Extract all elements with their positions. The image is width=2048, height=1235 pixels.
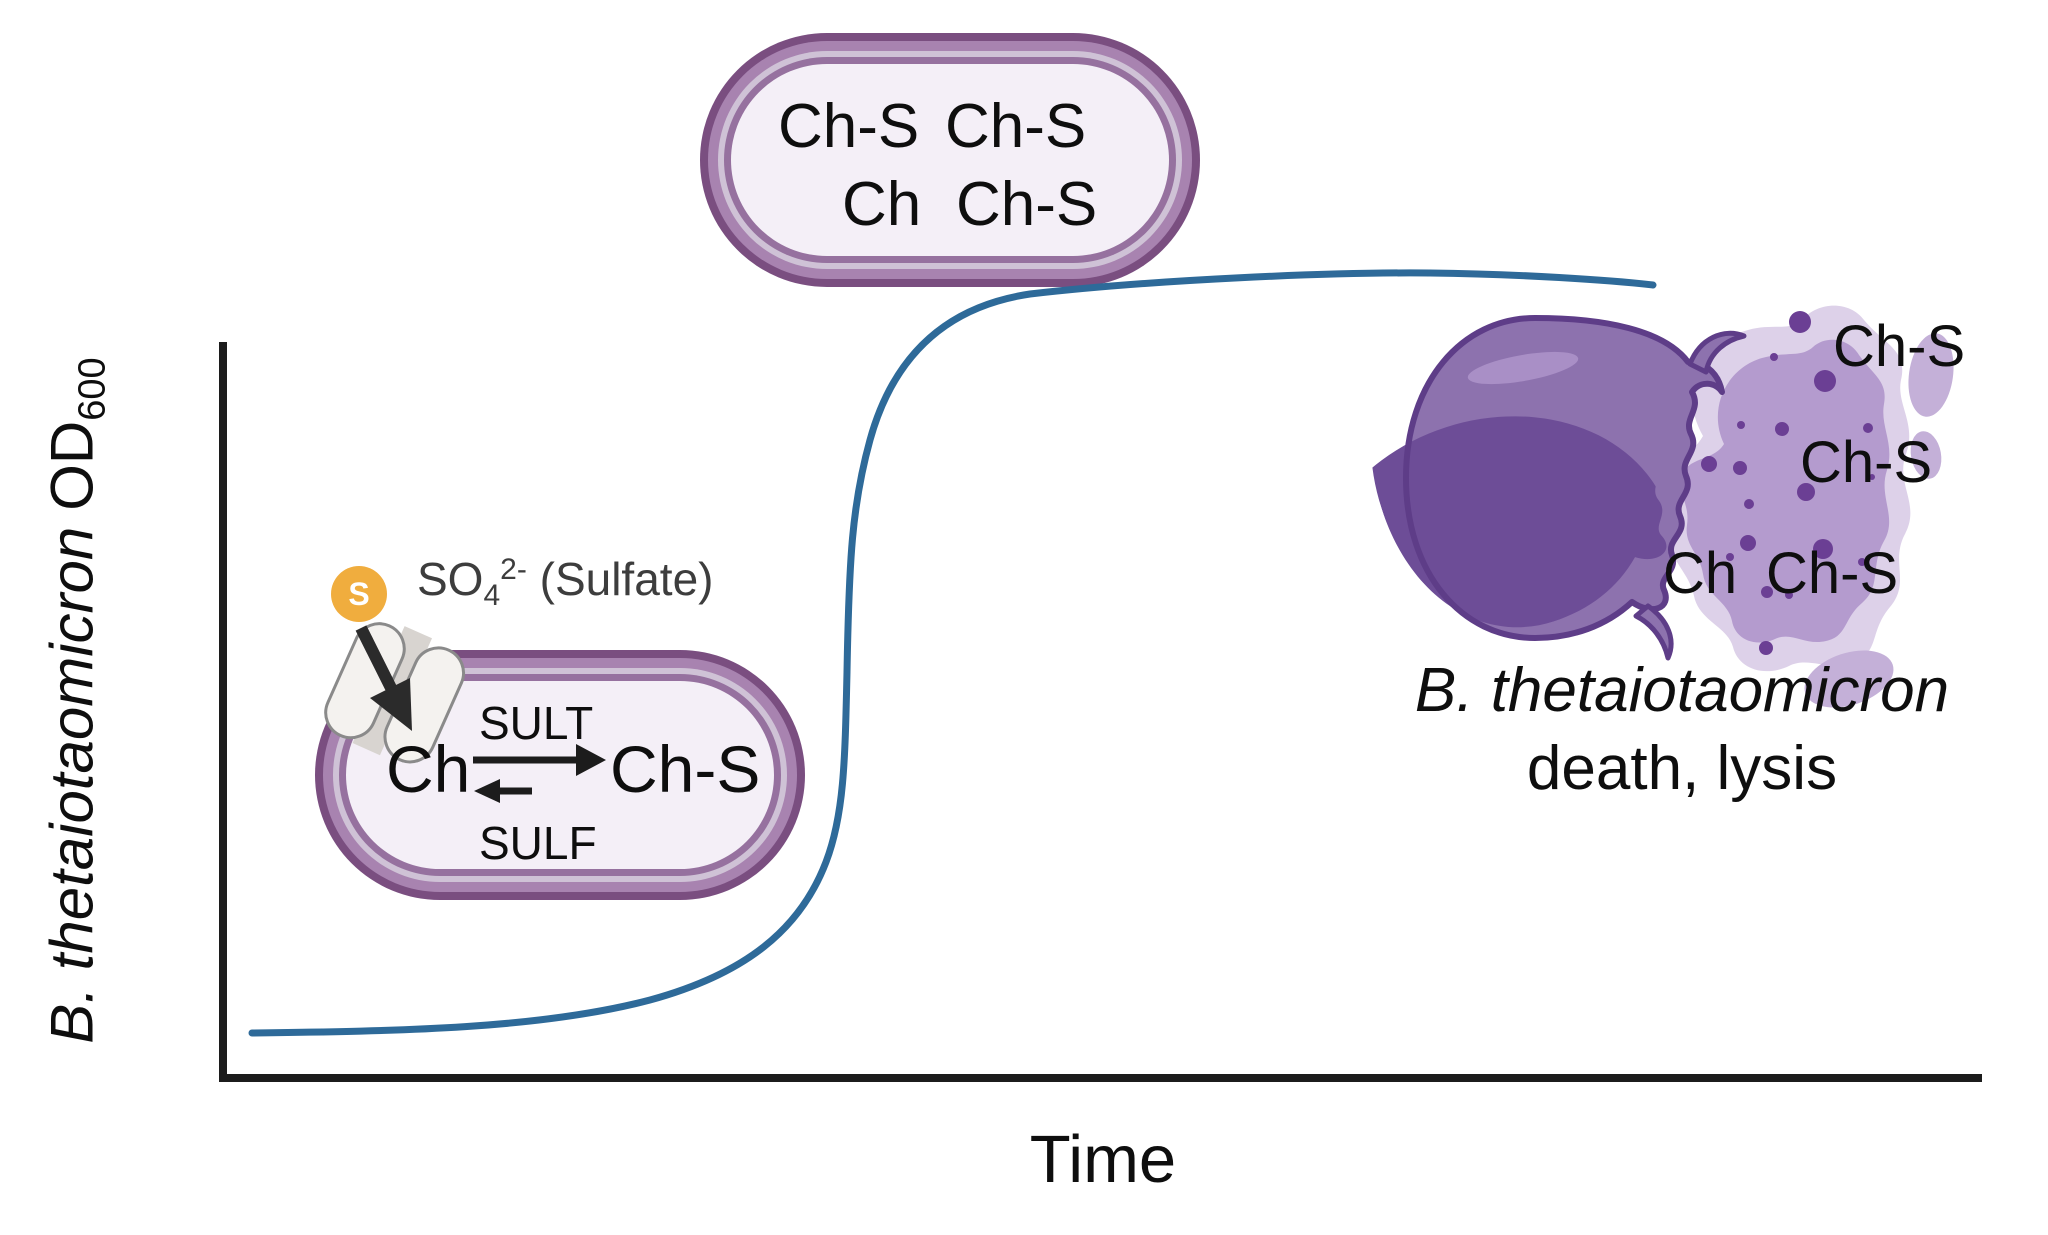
burst-spur-bottom bbox=[1633, 603, 1674, 661]
reaction-substrate-label: Ch bbox=[386, 732, 471, 806]
y-axis-measure-subscript: 600 bbox=[71, 357, 114, 421]
y-axis-label: B. thetaiotaomicron OD600 bbox=[38, 291, 114, 1111]
reaction-product-label: Ch-S bbox=[610, 732, 761, 806]
lysate-label-chs-bottom: Ch-S bbox=[1766, 541, 1899, 606]
sulfate-formula-name: (Sulfate) bbox=[526, 553, 714, 605]
lysate-dot bbox=[1737, 421, 1745, 429]
sulfate-symbol: S bbox=[348, 575, 370, 612]
sulfate-badge: S bbox=[331, 566, 387, 622]
lysate-dot bbox=[1733, 461, 1747, 475]
burst-spur-top bbox=[1687, 330, 1747, 375]
y-axis-measure: OD bbox=[38, 420, 106, 511]
cell-highlight bbox=[1467, 351, 1579, 385]
lysate-dot bbox=[1759, 641, 1773, 655]
forward-enzyme-label: SULT bbox=[479, 697, 594, 749]
lysis-caption-event: death, lysis bbox=[1526, 734, 1838, 803]
lysate-label-chs-top: Ch-S bbox=[1833, 314, 1966, 379]
lysate-dot bbox=[1740, 535, 1756, 551]
lysate-label-ch-bottom: Ch bbox=[1663, 541, 1738, 606]
x-axis-label: Time bbox=[1029, 1122, 1177, 1197]
reverse-enzyme-label: SULF bbox=[479, 817, 597, 869]
top-cell-label-ch: Ch bbox=[842, 170, 922, 239]
stationary-phase-cell bbox=[700, 33, 1200, 287]
lysate-label-chs-mid: Ch-S bbox=[1800, 430, 1933, 495]
top-cell-label-chs-1: Ch-S bbox=[778, 92, 920, 161]
y-axis-species-name: B. thetaiotaomicron bbox=[38, 526, 106, 1044]
lysate-dot bbox=[1744, 499, 1754, 509]
sulfate-formula-subscript: 4 bbox=[483, 579, 501, 612]
sulfate-formula-superscript: 2- bbox=[500, 553, 527, 586]
top-cell-label-chs-3: Ch-S bbox=[956, 170, 1098, 239]
cytoplasm bbox=[731, 64, 1169, 256]
lysis-caption-species: B. thetaiotaomicron bbox=[1414, 656, 1950, 725]
lysate-dot bbox=[1775, 422, 1789, 436]
sulfate-formula-label: SO42- (Sulfate) bbox=[417, 553, 714, 611]
top-cell-label-chs-2: Ch-S bbox=[945, 92, 1087, 161]
lysate-dot bbox=[1770, 353, 1778, 361]
lysate-dot bbox=[1701, 456, 1717, 472]
sulfate-formula-base: SO bbox=[417, 553, 484, 605]
lysate-dot bbox=[1789, 311, 1811, 333]
lysis-caption: B. thetaiotaomicron death, lysis bbox=[1352, 660, 2012, 800]
